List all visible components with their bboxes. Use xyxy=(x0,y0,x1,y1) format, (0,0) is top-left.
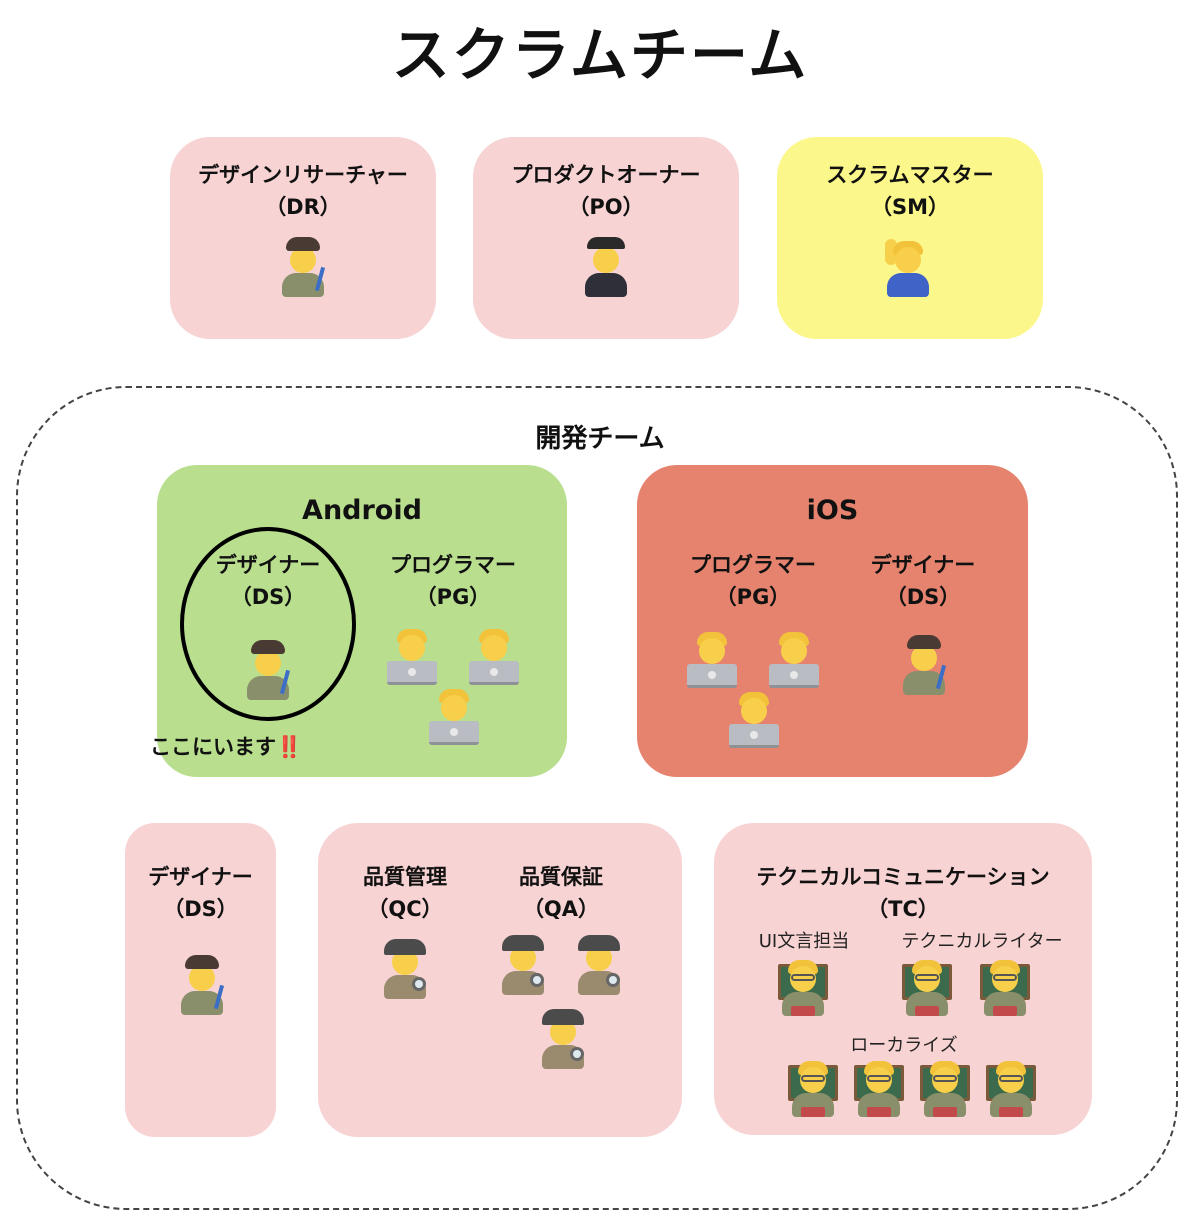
android-programmer-name: プログラマー xyxy=(390,553,516,577)
role-card-po: プロダクトオーナー （PO） xyxy=(473,137,739,339)
pilot-icon xyxy=(581,237,631,297)
page-title: スクラムチーム xyxy=(391,21,809,89)
android-programmer-abbr: （PG） xyxy=(415,585,491,609)
qc-abbr: （QC） xyxy=(367,897,443,921)
role-abbr: （PO） xyxy=(568,195,644,219)
ios-programmer-abbr: （PG） xyxy=(715,585,791,609)
teacher-icon xyxy=(854,1057,904,1117)
artist-icon xyxy=(278,237,328,297)
android-title: Android xyxy=(302,495,422,526)
role-abbr: （DR） xyxy=(265,195,341,219)
raising-hand-icon xyxy=(883,237,933,297)
role-card-dr: デザインリサーチャー （DR） xyxy=(170,137,436,339)
technologist-icon xyxy=(429,685,479,745)
teacher-icon xyxy=(902,956,952,1016)
role-name: スクラムマスター xyxy=(826,163,994,187)
ios-title: iOS xyxy=(806,495,859,526)
technologist-icon xyxy=(729,688,779,748)
teacher-icon xyxy=(986,1057,1036,1117)
qa-abbr: （QA） xyxy=(522,897,600,921)
here-note-text: ここにいます xyxy=(150,735,276,759)
dev-team-title: 開発チーム xyxy=(535,424,665,454)
tc-name: テクニカルコミュニケーション xyxy=(756,865,1050,889)
detective-icon xyxy=(538,1009,588,1069)
double-exclamation-icon: ‼️ xyxy=(276,735,303,759)
teacher-icon xyxy=(980,956,1030,1016)
tc-abbr: （TC） xyxy=(867,897,939,921)
teacher-icon xyxy=(778,956,828,1016)
tc-localize-label: ローカライズ xyxy=(850,1035,958,1056)
teacher-icon xyxy=(788,1057,838,1117)
role-name: デザインリサーチャー xyxy=(198,163,408,187)
here-note: ここにいます‼️ xyxy=(150,731,302,761)
qa-name: 品質保証 xyxy=(519,865,603,889)
role-name: プロダクトオーナー xyxy=(511,163,701,187)
designer-card: デザイナー （DS） xyxy=(125,823,276,1137)
tc-card: テクニカルコミュニケーション （TC） UI文言担当 テクニカルライター ローカ… xyxy=(714,823,1092,1135)
tc-tech-writer-label: テクニカルライター xyxy=(901,931,1063,952)
detective-icon xyxy=(574,935,624,995)
teacher-icon xyxy=(920,1057,970,1117)
tc-ui-text-label: UI文言担当 xyxy=(758,931,850,952)
detective-icon xyxy=(380,939,430,999)
qc-name: 品質管理 xyxy=(363,865,447,889)
ios-designer-abbr: （DS） xyxy=(885,585,961,609)
quality-card: 品質管理 （QC） 品質保証 （QA） xyxy=(318,823,682,1137)
designer-abbr: （DS） xyxy=(163,897,238,921)
artist-icon xyxy=(177,955,227,1015)
role-card-sm: スクラムマスター （SM） xyxy=(777,137,1043,339)
technologist-icon xyxy=(387,625,437,685)
ios-designer-name: デザイナー xyxy=(870,553,976,577)
ios-programmer-name: プログラマー xyxy=(690,553,816,577)
technologist-icon xyxy=(769,628,819,688)
artist-icon xyxy=(899,635,949,695)
technologist-icon xyxy=(687,628,737,688)
ios-group: iOS プログラマー （PG） デザイナー （DS） xyxy=(637,465,1028,777)
highlight-circle xyxy=(180,527,356,721)
detective-icon xyxy=(498,935,548,995)
technologist-icon xyxy=(469,625,519,685)
designer-name: デザイナー xyxy=(148,865,253,889)
role-abbr: （SM） xyxy=(870,195,950,219)
dev-team-frame xyxy=(16,386,1178,1210)
